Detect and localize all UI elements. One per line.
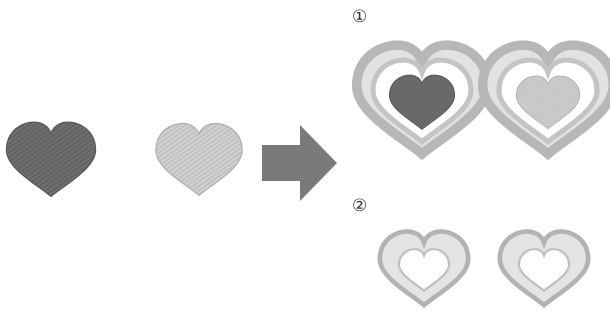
source-light-heart-icon (156, 123, 242, 195)
right-arrow-icon (262, 125, 337, 201)
result2-left-heart-outline-icon (380, 232, 468, 306)
step-2-label: ② (352, 196, 367, 216)
result1-dark-heart-outlined-icon (357, 45, 488, 154)
result1-light-heart-outlined-icon (483, 45, 610, 154)
result2-right-heart-outline-icon (500, 232, 588, 306)
step-1-label: ① (352, 7, 367, 27)
source-dark-heart-icon (6, 122, 95, 196)
